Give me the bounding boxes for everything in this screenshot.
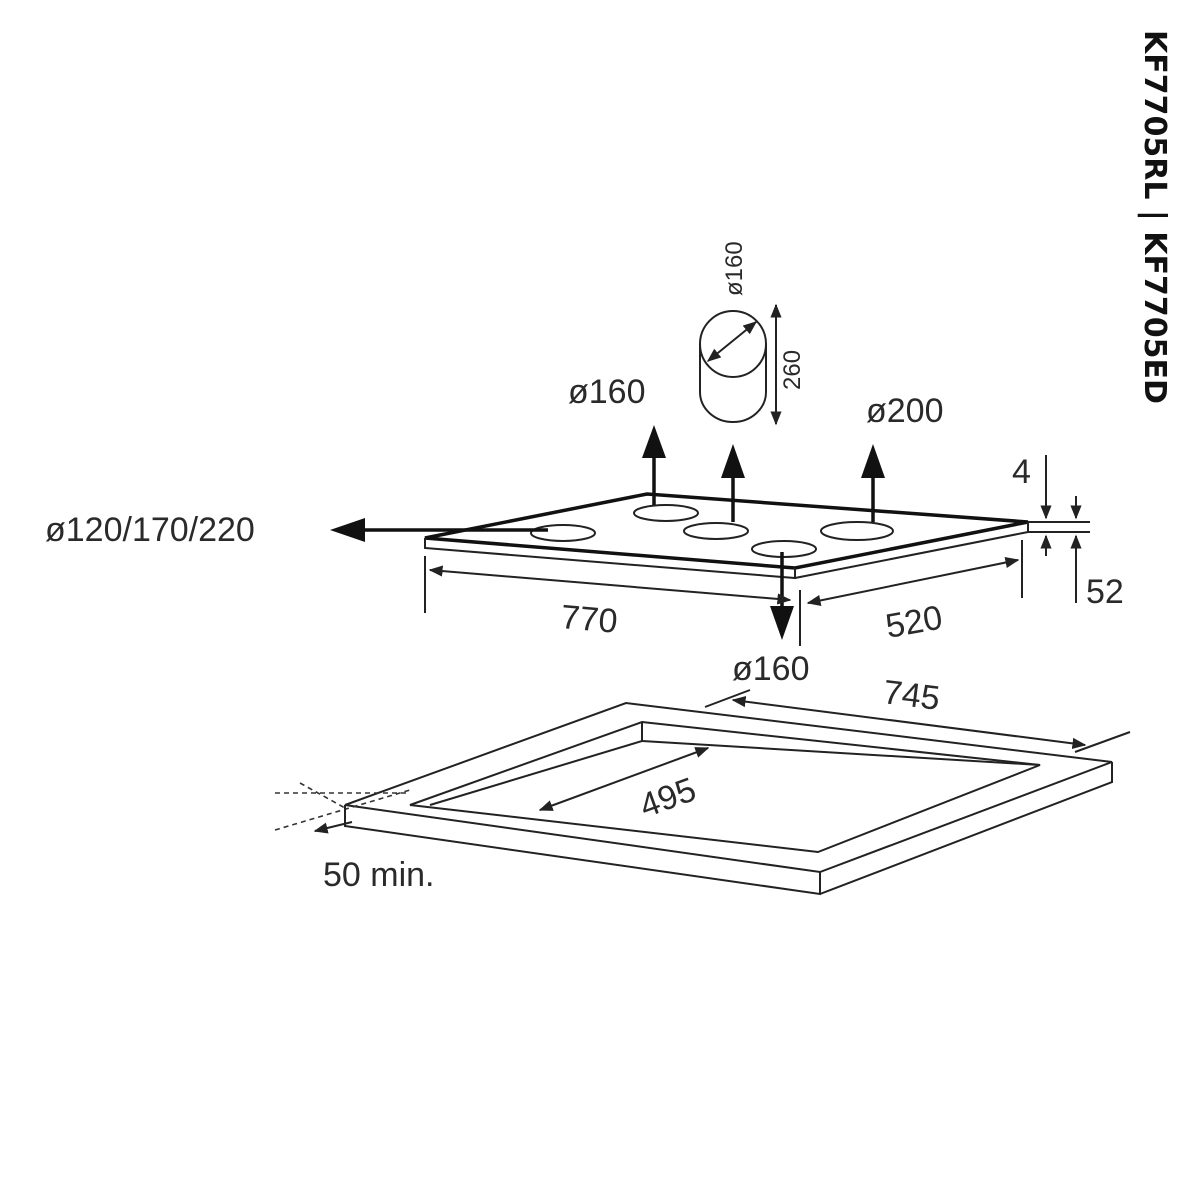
- label-d160-front: ø160: [732, 650, 810, 688]
- label-thickness-4: 4: [1012, 453, 1031, 491]
- label-height-52: 52: [1086, 573, 1124, 611]
- pan-cylinder: [699, 303, 782, 426]
- label-width-745: 745: [881, 673, 942, 718]
- label-depth-520: 520: [883, 599, 945, 646]
- label-d160-pipe: ø160: [721, 241, 748, 296]
- hob: [424, 492, 1029, 580]
- zone-right: [820, 521, 894, 541]
- label-depth-495: 495: [635, 770, 701, 825]
- model-title: KF7705RL | KF7705ED: [1137, 30, 1172, 404]
- label-d160-left: ø160: [568, 373, 646, 411]
- cutout-dimensions: [274, 689, 1131, 834]
- zone-center: [683, 522, 749, 540]
- cutout-frame: [344, 701, 1113, 896]
- zone-left: [530, 524, 596, 542]
- label-width-770: 770: [559, 598, 619, 641]
- label-260: 260: [779, 350, 806, 390]
- zone-rear-left: [633, 504, 699, 522]
- label-50min: 50 min.: [323, 856, 435, 894]
- label-d-multi: ø120/170/220: [45, 511, 255, 549]
- label-d200: ø200: [866, 392, 944, 430]
- zone-arrows: [330, 425, 885, 640]
- hob-dimensions: [424, 455, 1090, 646]
- zone-front: [751, 540, 817, 558]
